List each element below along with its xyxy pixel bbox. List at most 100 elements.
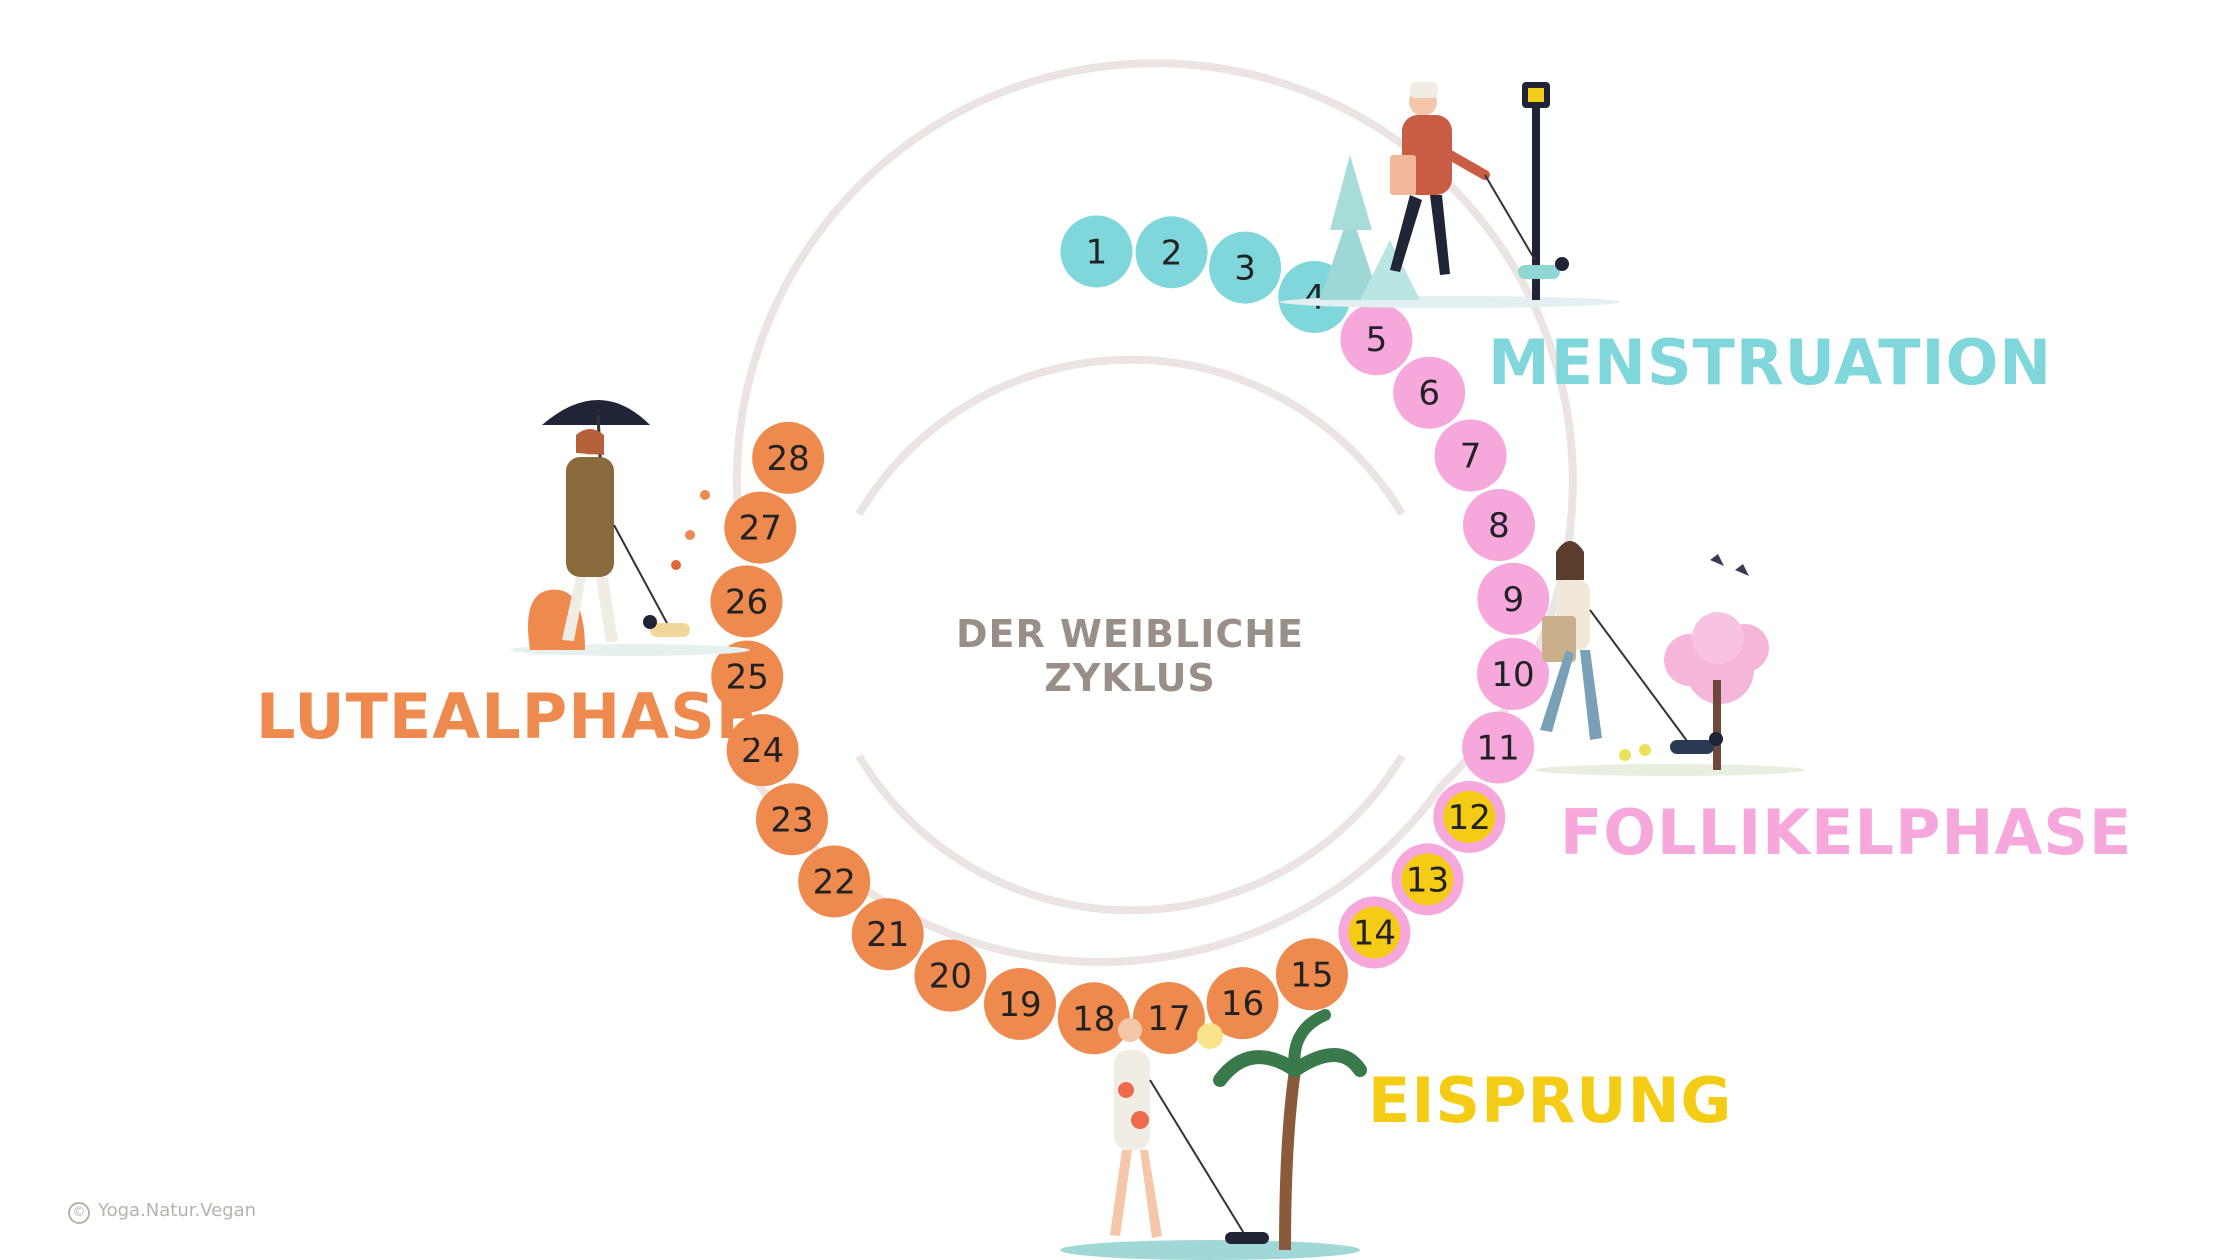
day-marker: 24 (726, 714, 799, 787)
copyright-icon: © (68, 1202, 90, 1224)
day-bubble (1275, 938, 1348, 1011)
day-number: 11 (1477, 729, 1520, 769)
day-marker: 14 (1338, 896, 1411, 969)
day-marker: 15 (1275, 938, 1348, 1011)
summer-walker-illustration (1060, 1009, 1367, 1260)
day-bubble (726, 714, 799, 787)
day-number: 7 (1460, 436, 1482, 476)
lutealphase-label: LUTEALPHASE (256, 680, 760, 753)
day-bubble (755, 783, 828, 856)
day-bubble (1135, 216, 1208, 289)
day-number: 9 (1502, 580, 1524, 620)
day-bubble (851, 898, 924, 971)
day-bubble (798, 845, 871, 918)
day-marker: 18 (1057, 982, 1130, 1055)
day-number: 6 (1418, 374, 1440, 414)
day-marker: 7 (1434, 419, 1507, 492)
day-number: 18 (1072, 999, 1115, 1039)
day-number: 21 (866, 915, 909, 955)
day-number: 4 (1303, 278, 1325, 318)
inner-ring-arc-upper (855, 355, 1406, 517)
day-bubble (1348, 906, 1401, 959)
day-bubble (1209, 231, 1282, 304)
day-marker: 23 (755, 783, 828, 856)
day-number: 3 (1234, 249, 1256, 289)
day-bubble (1443, 790, 1496, 843)
day-bubble (711, 640, 784, 713)
copyright-notice: © Yoga.Natur.Vegan (68, 1200, 256, 1224)
day-bubble (1434, 419, 1507, 492)
day-bubble (1393, 356, 1466, 429)
follikelphase-label: FOLLIKELPHASE (1560, 796, 2133, 869)
day-bubble (724, 491, 797, 564)
day-bubble (752, 421, 825, 494)
day-number: 23 (770, 800, 813, 840)
day-number: 20 (929, 957, 972, 997)
day-bubble (1477, 562, 1550, 635)
day-marker: 20 (914, 939, 987, 1012)
day-marker: 27 (724, 491, 797, 564)
day-marker: 8 (1462, 489, 1535, 562)
day-number: 13 (1406, 860, 1449, 900)
day-number: 1 (1086, 232, 1108, 272)
day-number: 12 (1448, 798, 1491, 838)
copyright-text: Yoga.Natur.Vegan (98, 1200, 257, 1221)
inner-ring-arc-lower (855, 753, 1406, 915)
day-number: 24 (741, 731, 784, 771)
day-number: 19 (998, 985, 1041, 1025)
day-bubble (984, 967, 1057, 1040)
day-marker: 1 (1060, 215, 1133, 288)
eisprung-label: EISPRUNG (1368, 1064, 1733, 1137)
day-number: 25 (726, 658, 769, 698)
day-number: 10 (1491, 655, 1534, 695)
day-number: 27 (739, 509, 782, 549)
day-bubble (1462, 489, 1535, 562)
day-marker: 28 (752, 421, 825, 494)
day-marker: 22 (798, 845, 871, 918)
day-bubble (710, 565, 783, 638)
winter-walker-illustration (1280, 82, 1620, 308)
day-marker: 6 (1393, 356, 1466, 429)
day-bubble (1340, 303, 1413, 376)
day-marker: 5 (1340, 303, 1413, 376)
day-number: 2 (1161, 233, 1183, 273)
autumn-walker-illustration (510, 400, 750, 656)
day-number: 14 (1353, 914, 1396, 954)
day-marker: 19 (984, 967, 1057, 1040)
day-marker: 10 (1477, 637, 1550, 710)
day-number: 8 (1488, 506, 1510, 546)
day-number: 28 (767, 439, 810, 479)
day-bubble (914, 939, 987, 1012)
day-number: 16 (1221, 984, 1264, 1024)
day-number: 17 (1147, 999, 1190, 1039)
day-marker: 17 (1132, 982, 1205, 1055)
day-marker: 25 (711, 640, 784, 713)
day-bubble (1060, 215, 1133, 288)
day-marker: 21 (851, 898, 924, 971)
day-marker: 9 (1477, 562, 1550, 635)
spring-walker-illustration (1535, 541, 1805, 776)
day-bubble (1401, 853, 1454, 906)
day-marker: 16 (1206, 967, 1279, 1040)
menstruation-label: MENSTRUATION (1488, 326, 2053, 399)
day-bubble (1477, 637, 1550, 710)
day-marker: 11 (1462, 711, 1535, 784)
day-bubble (1206, 967, 1279, 1040)
day-marker: 2 (1135, 216, 1208, 289)
day-marker: 12 (1433, 780, 1506, 853)
day-number: 26 (725, 582, 768, 622)
day-number: 15 (1290, 955, 1333, 995)
day-marker: 3 (1209, 231, 1282, 304)
diagram-title: DER WEIBLICHE ZYKLUS (956, 612, 1304, 700)
day-bubble (1132, 982, 1205, 1055)
day-bubble (1462, 711, 1535, 784)
day-marker: 26 (710, 565, 783, 638)
day-number: 22 (813, 862, 856, 902)
day-number: 5 (1366, 320, 1388, 360)
day-bubble (1057, 982, 1130, 1055)
day-marker: 13 (1391, 843, 1464, 916)
sun-icon (1197, 1023, 1223, 1049)
